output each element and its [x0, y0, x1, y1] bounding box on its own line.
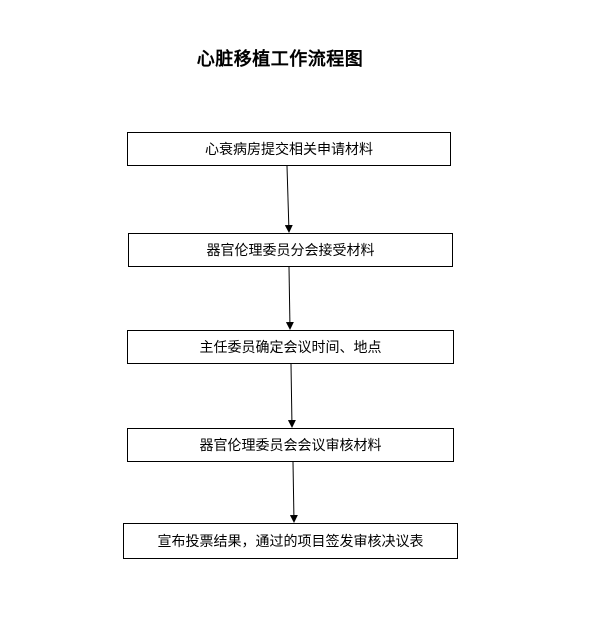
step-submit-application: 心衰病房提交相关申请材料	[127, 132, 451, 166]
arrow-4-to-5	[289, 461, 298, 523]
step-announce-result: 宣布投票结果，通过的项目签发审核决议表	[123, 523, 458, 559]
page-title: 心脏移植工作流程图	[196, 49, 364, 70]
step-receive-materials: 器官伦理委员分会接受材料	[128, 233, 453, 267]
arrow-1-to-2	[284, 165, 293, 233]
arrow-2-to-3	[285, 266, 294, 330]
step-review-materials: 器官伦理委员会会议审核材料	[127, 428, 454, 462]
step-schedule-meeting: 主任委员确定会议时间、地点	[127, 330, 454, 364]
arrow-3-to-4	[287, 363, 296, 428]
